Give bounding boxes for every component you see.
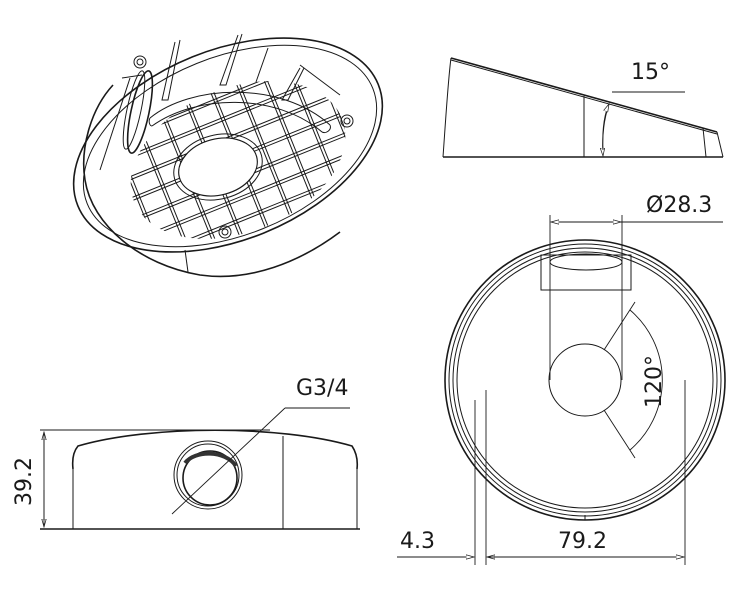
height-dimension-label: 39.2 <box>12 457 37 506</box>
top-view <box>397 215 726 565</box>
slot-angle-label: 120° <box>642 355 667 408</box>
tilt-angle-label: 15° <box>631 60 670 85</box>
front-view <box>40 407 360 530</box>
cable-hole-diameter-label: Ø28.3 <box>646 193 713 218</box>
mount-spacing-label: 79.2 <box>558 529 607 554</box>
side-profile-view <box>442 57 724 158</box>
wall-offset-label: 4.3 <box>400 529 435 554</box>
thread-size-label: G3/4 <box>296 376 349 401</box>
isometric-view <box>72 33 384 278</box>
